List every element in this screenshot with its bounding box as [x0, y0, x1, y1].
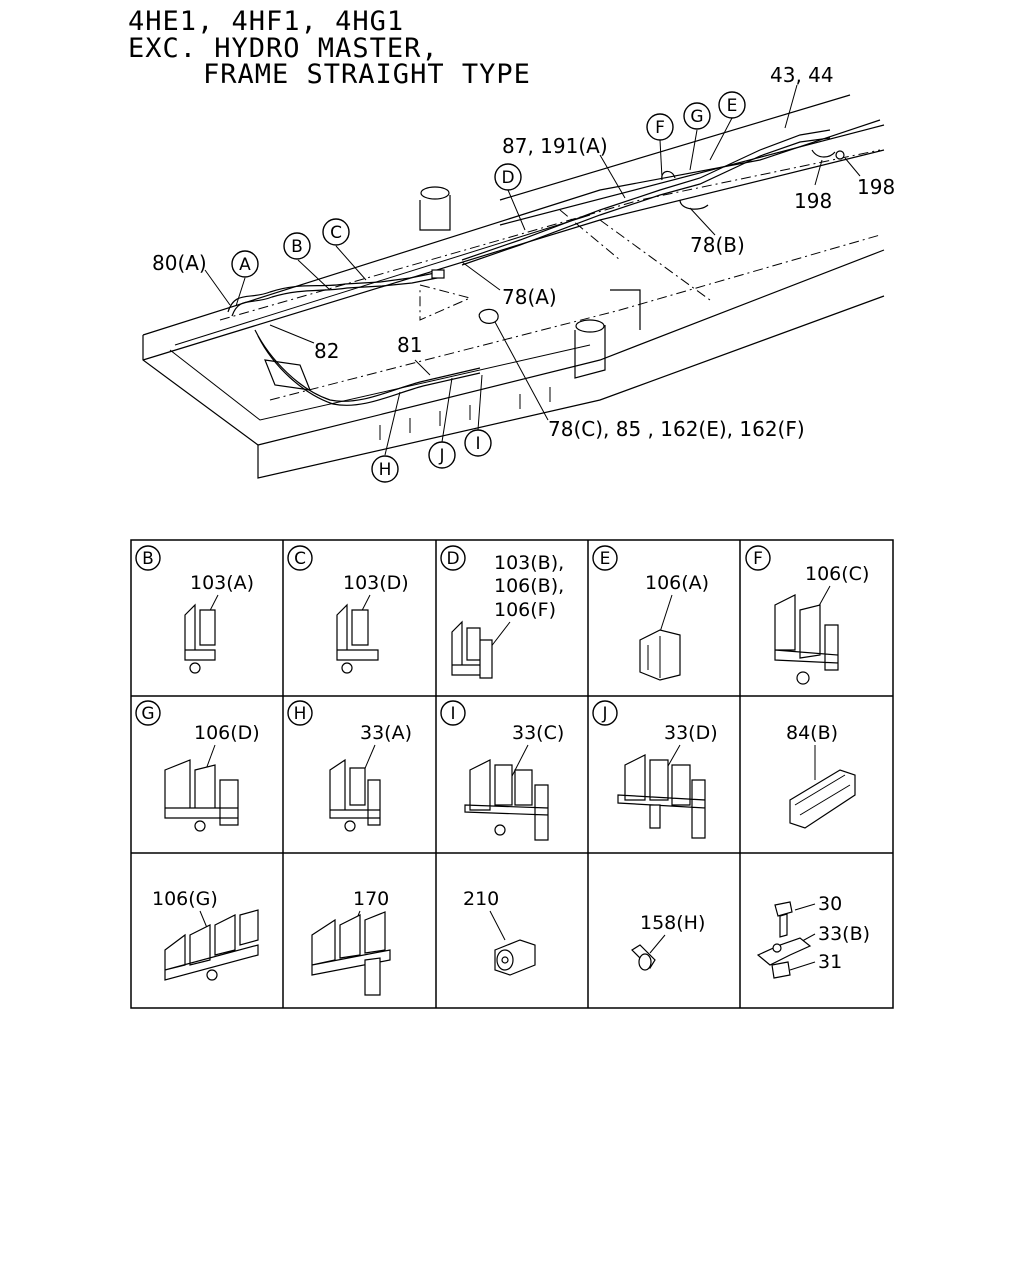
table-cell-d: D 103(B), 106(B), 106(F)	[440, 545, 564, 679]
svg-text:106(B),: 106(B),	[494, 575, 564, 597]
svg-text:33(B): 33(B)	[818, 923, 870, 945]
callout-81: 81	[397, 333, 422, 357]
table-cell-158h: 158(H)	[631, 912, 705, 971]
svg-text:106(F): 106(F)	[494, 599, 556, 621]
svg-text:F: F	[655, 118, 665, 138]
svg-text:A: A	[239, 255, 251, 275]
svg-text:106(G): 106(G)	[152, 888, 218, 910]
parts-table	[130, 539, 894, 1009]
table-cell-h: H 33(A)	[287, 700, 412, 832]
table-cell-84b: 84(B)	[786, 722, 856, 829]
table-cell-210: 210	[463, 888, 536, 976]
svg-text:106(D): 106(D)	[194, 722, 260, 744]
svg-text:H: H	[294, 704, 307, 724]
svg-text:F: F	[753, 549, 763, 569]
svg-text:E: E	[727, 96, 738, 116]
svg-text:E: E	[600, 549, 611, 569]
callout-198a: 198	[794, 189, 832, 213]
marker-j: J	[428, 441, 456, 469]
svg-text:J: J	[601, 704, 607, 724]
table-cell-i: I 33(C)	[440, 700, 564, 841]
svg-text:C: C	[330, 223, 342, 243]
table-cell-f: F 106(C)	[745, 545, 869, 685]
svg-text:31: 31	[818, 951, 842, 973]
marker-i: I	[464, 429, 492, 457]
svg-text:33(D): 33(D)	[664, 722, 718, 744]
callout-198b: 198	[857, 175, 895, 199]
svg-text:170: 170	[353, 888, 389, 910]
diagram-title-line2: EXC. HYDRO MASTER,	[128, 33, 439, 64]
table-cell-j: J 33(D)	[592, 700, 718, 839]
diagram-title-line1: 4HE1, 4HF1, 4HG1	[128, 6, 405, 37]
marker-b: B	[283, 232, 311, 260]
table-cell-c: C 103(D)	[287, 545, 409, 674]
svg-text:C: C	[294, 549, 306, 569]
svg-text:G: G	[690, 107, 703, 127]
table-cell-b: B 103(A)	[135, 545, 254, 674]
svg-text:103(D): 103(D)	[343, 572, 409, 594]
svg-text:B: B	[291, 237, 303, 257]
marker-e: E	[718, 91, 746, 119]
pipe-routing	[227, 129, 845, 406]
callout-87-191a: 87, 191(A)	[502, 134, 608, 158]
svg-text:I: I	[475, 434, 480, 454]
table-cell-170: 170	[311, 888, 391, 996]
svg-text:30: 30	[818, 893, 842, 915]
svg-text:210: 210	[463, 888, 499, 910]
svg-text:B: B	[142, 549, 154, 569]
diagram-title-line3: FRAME STRAIGHT TYPE	[203, 59, 531, 90]
svg-text:84(B): 84(B)	[786, 722, 838, 744]
svg-text:103(A): 103(A)	[190, 572, 254, 594]
table-cell-g: G 106(D)	[135, 700, 260, 832]
marker-d: D	[494, 163, 522, 191]
svg-text:33(A): 33(A)	[360, 722, 412, 744]
marker-g: G	[683, 102, 711, 130]
svg-text:158(H): 158(H)	[640, 912, 705, 934]
callout-78a: 78(A)	[502, 285, 557, 309]
marker-c: C	[322, 218, 350, 246]
callout-78b: 78(B)	[690, 233, 745, 257]
marker-a: A	[231, 250, 259, 278]
chassis-frame	[142, 94, 885, 479]
callout-78c-85-162: 78(C), 85 , 162(E), 162(F)	[548, 417, 805, 441]
svg-text:D: D	[501, 168, 514, 188]
svg-text:106(A): 106(A)	[645, 572, 709, 594]
svg-text:H: H	[379, 460, 392, 480]
table-cell-e: E 106(A)	[592, 545, 709, 681]
svg-text:D: D	[446, 549, 459, 569]
svg-text:J: J	[438, 446, 444, 466]
callout-43-44: 43, 44	[770, 63, 834, 87]
svg-text:I: I	[450, 704, 455, 724]
svg-text:103(B),: 103(B),	[494, 552, 564, 574]
svg-text:33(C): 33(C)	[512, 722, 564, 744]
callout-82: 82	[314, 339, 339, 363]
svg-text:G: G	[141, 704, 154, 724]
table-cell-30-33b-31: 30 33(B) 31	[756, 893, 870, 979]
table-cell-106g: 106(G)	[152, 888, 259, 981]
leader-lines	[204, 84, 861, 456]
marker-h: H	[371, 455, 399, 483]
marker-f: F	[646, 113, 674, 141]
callout-80a: 80(A)	[152, 251, 207, 275]
svg-text:106(C): 106(C)	[805, 563, 869, 585]
